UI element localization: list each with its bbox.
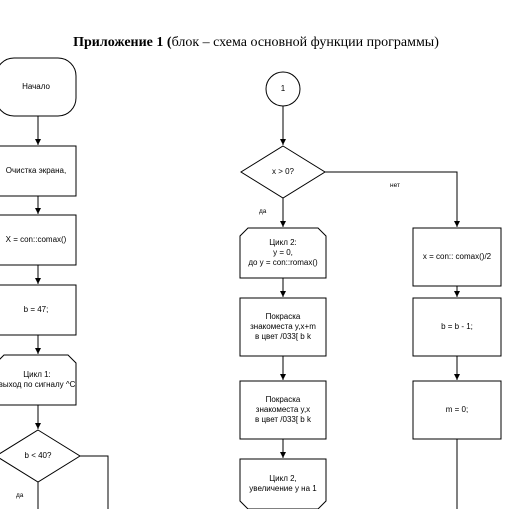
clear-screen-label: Очистка экрана,	[5, 166, 67, 175]
loop2-start-label: Цикл 2: y = 0, до y = con::romax()	[248, 238, 318, 267]
x-half-label: x = con:: comax()/2	[422, 252, 492, 261]
b-dec-label: b = b - 1;	[441, 322, 473, 331]
start-label: Начало	[22, 82, 50, 91]
page-title: Приложение 1 (блок – схема основной функ…	[73, 35, 439, 50]
x-yes-label: да	[259, 208, 267, 215]
b-assign-label: b = 47;	[23, 305, 49, 314]
b-decision-label: b < 40?	[24, 451, 52, 460]
paint2-label: Покраска знакоместа y,x в цвет /033[ b k	[255, 395, 311, 424]
loop2-end-label: Цикл 2, увеличение y на 1	[249, 474, 317, 493]
clear-screen-box	[0, 145, 77, 197]
start-terminator	[0, 57, 77, 117]
m-zero-label: m = 0;	[445, 405, 469, 414]
b-yes-label: да	[16, 492, 24, 499]
x-decision-label: x > 0?	[271, 167, 294, 176]
loop1-hexagon	[0, 354, 77, 406]
loop1-label: Цикл 1: выход по сигналу ^C	[0, 370, 76, 389]
loop2-start-hexagon	[239, 227, 327, 279]
x-assign-label: X = con::comax()	[5, 235, 67, 244]
connector-label: 1	[280, 84, 286, 93]
x-no-label: нет	[390, 182, 400, 189]
x-assign-box	[0, 214, 77, 266]
b-assign-box	[0, 284, 77, 336]
loop2-end-hexagon	[239, 458, 327, 509]
paint1-label: Покраска знакоместа y,x+m в цвет /033[ b…	[250, 312, 316, 341]
